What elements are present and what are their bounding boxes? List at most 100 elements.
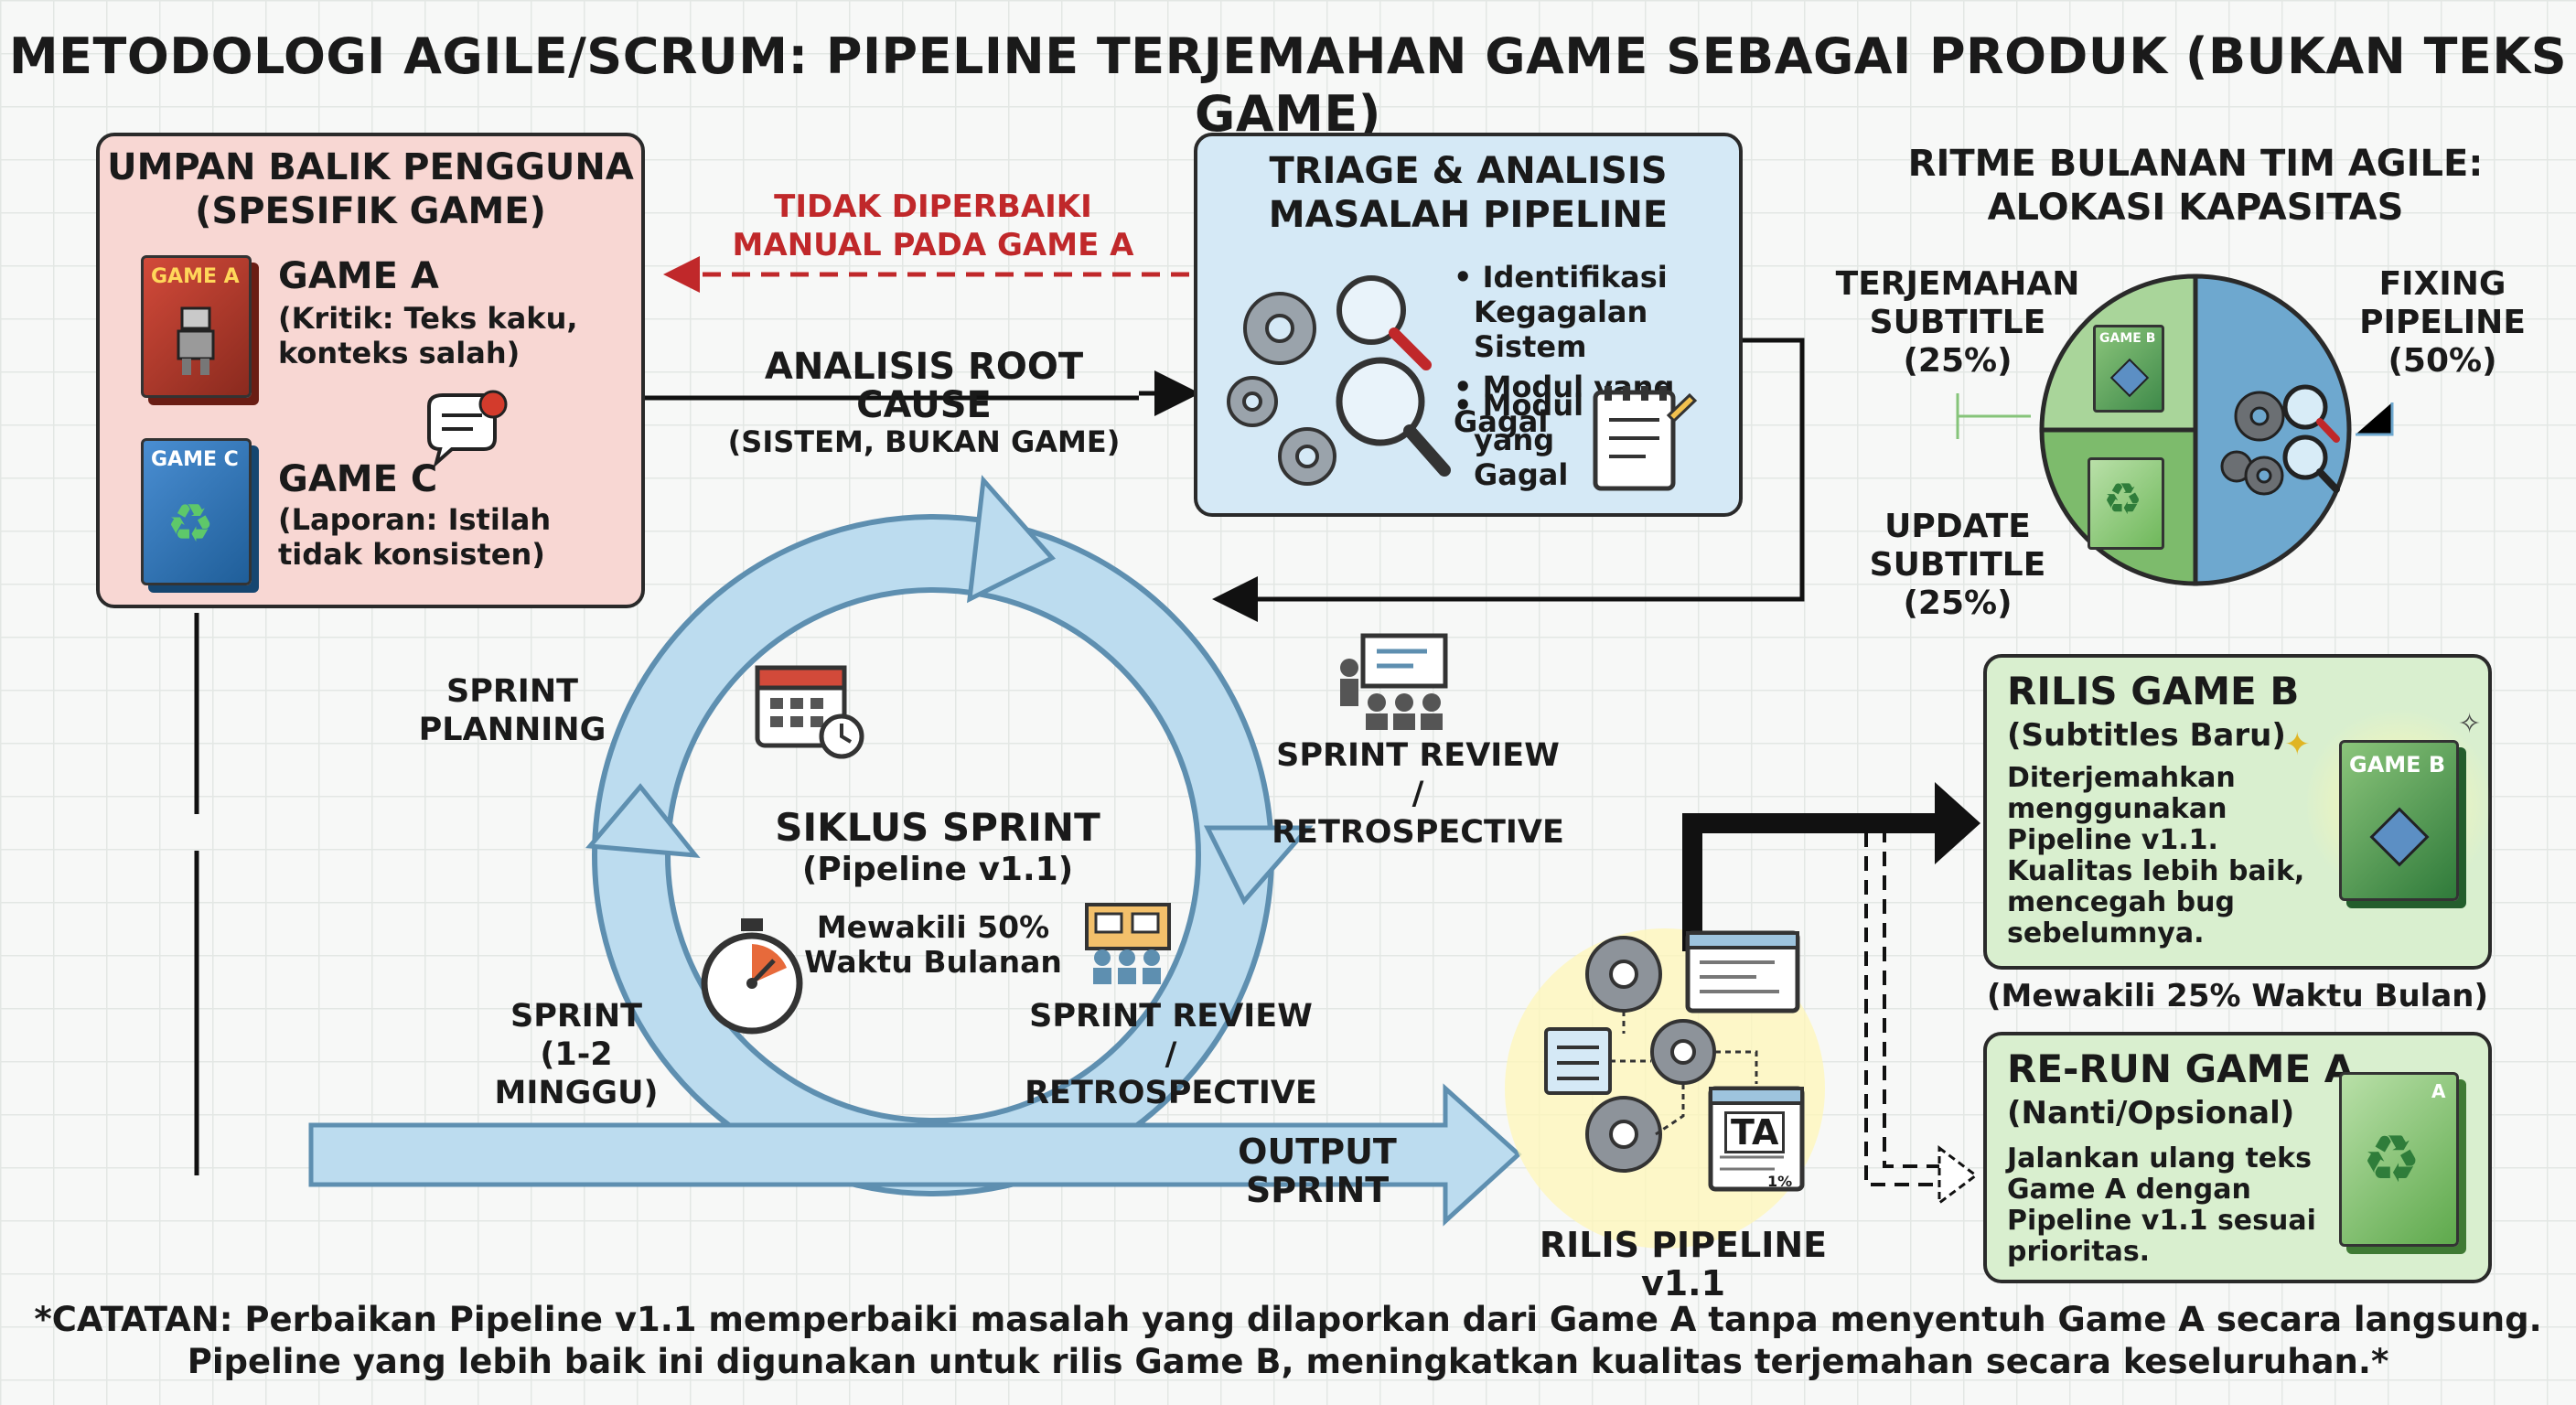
game-a-cover-label: GAME A: [151, 265, 240, 288]
sprint-cycle-title: SIKLUS SPRINT: [775, 805, 1100, 850]
rerun-a-body-line4: prioritas.: [2007, 1236, 2151, 1268]
triage-heading-line2: MASALAH PIPELINE: [1268, 194, 1669, 236]
rerun-a-cover-label: A: [2431, 1080, 2446, 1102]
game-c-name: GAME C: [278, 458, 438, 500]
game-a-cover: GAME A: [141, 255, 252, 398]
pie-fixing-line2: PIPELINE: [2359, 304, 2526, 341]
feedback-heading-line1: UMPAN BALIK PENGGUNA: [107, 146, 634, 188]
notepad-pencil-icon: [1582, 379, 1701, 498]
output-sprint-label: OUTPUT SPRINT: [1238, 1132, 1397, 1210]
rerun-a-body-line1: Jalankan ulang teks: [2007, 1142, 2312, 1174]
rerun-a-cover: A ♻: [2339, 1072, 2459, 1247]
triage-bullet3-line3: Gagal: [1474, 457, 1569, 492]
pie-recycle-icon: ♻: [2103, 474, 2143, 525]
pie-recycle-box: ♻: [2088, 457, 2164, 550]
triage-bullet2: • Modul yang Gagal: [1454, 370, 1675, 439]
release-game-b-panel: RILIS GAME B (Subtitles Baru) Diterjemah…: [1983, 654, 2492, 970]
release-b-sub: (Subtitles Baru): [2007, 717, 2286, 754]
rhythm-heading-line1: RITME BULANAN TIM AGILE:: [1907, 143, 2484, 185]
pie-update-line1: UPDATE: [1884, 508, 2031, 545]
release-b-body-line5: mencegah bug: [2007, 886, 2235, 918]
output-sprint-arrow: [308, 1083, 1522, 1227]
cube-icon: [2109, 358, 2150, 398]
release-b-body-line6: sebelumnya.: [2007, 917, 2205, 949]
feedback-heading-line2: (SPESIFIK GAME): [195, 190, 546, 232]
sprint-duration-line2: (1-2 MINGGU): [494, 1036, 659, 1111]
release-b-heading: RILIS GAME B: [2007, 669, 2300, 713]
game-c-cover-label: GAME C: [151, 448, 239, 471]
pipeline-pct-text: 1%: [1767, 1173, 1793, 1190]
sprint-cycle-subtitle: (Pipeline v1.1): [801, 851, 1074, 888]
rerun-game-a-panel: RE-RUN GAME A (Nanti/Opsional) Jalankan …: [1983, 1032, 2492, 1283]
game-a-name: GAME A: [278, 255, 439, 297]
pie-fixing-pct: (50%): [2388, 342, 2497, 380]
game-a-detail-line2: konteks salah): [278, 336, 521, 370]
triage-bullet1: • Identifikasi: [1454, 260, 1668, 295]
sprint-planning-line1: SPRINT: [446, 673, 578, 710]
rerun-recycle-icon: ♻: [2362, 1121, 2421, 1197]
not-fixed-line1: TIDAK DIPERBAIKI: [774, 188, 1092, 225]
footnote: *CATATAN: Perbaikan Pipeline v1.1 memper…: [0, 1299, 2576, 1383]
page-title: METODOLOGI AGILE/SCRUM: PIPELINE TERJEMA…: [8, 27, 2568, 143]
chat-bug-icon: [420, 388, 511, 470]
sprint-review-top-line2: RETROSPECTIVE: [1272, 814, 1564, 851]
pie-gears-icon: [2214, 366, 2342, 503]
calendar-icon: [750, 654, 869, 764]
triage-to-cycle-arrow: [1212, 338, 1805, 622]
root-cause-line1: ANALISIS ROOT CAUSE: [764, 346, 1084, 426]
release-b-body-line1: Diterjemahkan: [2007, 762, 2236, 794]
game-c-detail-line1: (Laporan: Istilah: [278, 502, 552, 537]
sprint-planning-line2: PLANNING: [418, 712, 606, 748]
game-b-cover: GAME B: [2339, 740, 2459, 901]
sparkle-icon-2: ✧: [2458, 708, 2482, 740]
pie-game-b-box: GAME B: [2093, 325, 2164, 413]
release-b-body-line3: Pipeline v1.1.: [2007, 824, 2218, 856]
pie-leader-left: [1956, 393, 2031, 439]
footnote-line2: Pipeline yang lebih baik ini digunakan u…: [187, 1342, 2389, 1381]
pipeline-release-label: RILIS PIPELINE v1.1: [1539, 1225, 1828, 1303]
footnote-line1: *CATATAN: Perbaikan Pipeline v1.1 memper…: [34, 1300, 2542, 1339]
sprint-review-bottom-line1: SPRINT REVIEW /: [1029, 998, 1313, 1073]
triage-bullet3-line2: yang: [1474, 423, 1555, 457]
release-to-game-b-arrow: [1682, 813, 1944, 951]
triage-bullet1-cont: Kegagalan Sistem: [1474, 295, 1648, 364]
game-c-cover: GAME C ♻: [141, 438, 252, 585]
rerun-a-body: Jalankan ulang teks Game A dengan Pipeli…: [2007, 1143, 2316, 1268]
release-b-share: (Mewakili 25% Waktu Bulan): [1986, 978, 2489, 1014]
pipeline-ta-text: TA: [1724, 1111, 1786, 1153]
rhythm-heading-line2: ALOKASI KAPASITAS: [1987, 187, 2404, 229]
robot-icon: [171, 304, 221, 377]
game-c-detail-line2: tidak konsisten): [278, 537, 545, 572]
release-b-body-line2: menggunakan: [2007, 793, 2227, 825]
pie-translate-line1: TERJEMAHAN: [1835, 265, 2080, 303]
pie-leader-right: [2356, 402, 2394, 436]
sprint-share-line2: Waktu Bulanan: [804, 944, 1062, 980]
sprint-duration-line1: SPRINT: [510, 998, 642, 1035]
pie-translate-line2: SUBTITLE: [1869, 304, 2046, 341]
presentation-icon: [1331, 631, 1450, 732]
triage-bullet3: • Modul: [1454, 388, 1584, 423]
release-b-body: Diterjemahkan menggunakan Pipeline v1.1.…: [2007, 763, 2304, 949]
pie-fixing-line1: FIXING: [2378, 265, 2506, 303]
pipeline-machine-icon: TA 1%: [1537, 924, 1811, 1198]
pie-update-pct: (25%): [1903, 585, 2012, 622]
rerun-a-sub: (Nanti/Opsional): [2007, 1095, 2295, 1132]
game-b-cover-label: GAME B: [2349, 752, 2446, 778]
pie-game-b-label: GAME B: [2099, 331, 2156, 346]
release-to-rerun-arrow: [1864, 832, 1948, 1186]
triage-panel: TRIAGE & ANALISIS MASALAH PIPELINE • Ide…: [1194, 133, 1743, 517]
team-meeting-icon: [1079, 901, 1175, 988]
stopwatch-icon: [695, 915, 810, 1038]
sprint-review-top-line1: SPRINT REVIEW /: [1276, 737, 1560, 812]
pie-translate-pct: (25%): [1903, 342, 2012, 380]
rerun-a-body-line3: Pipeline v1.1 sesuai: [2007, 1205, 2316, 1237]
triage-heading-line1: TRIAGE & ANALISIS: [1269, 150, 1668, 192]
game-b-cube-icon: [2369, 807, 2430, 867]
root-cause-line2: (SISTEM, BUKAN GAME): [727, 424, 1121, 459]
user-feedback-panel: UMPAN BALIK PENGGUNA (SPESIFIK GAME) GAM…: [96, 133, 645, 608]
recycle-icon: ♻: [166, 492, 214, 554]
release-b-body-line4: Kualitas lebih baik,: [2007, 855, 2305, 887]
pie-update-line2: SUBTITLE: [1869, 546, 2046, 584]
not-fixed-line2: MANUAL PADA GAME A: [732, 227, 1134, 263]
game-a-detail-line1: (Kritik: Teks kaku,: [278, 301, 578, 336]
